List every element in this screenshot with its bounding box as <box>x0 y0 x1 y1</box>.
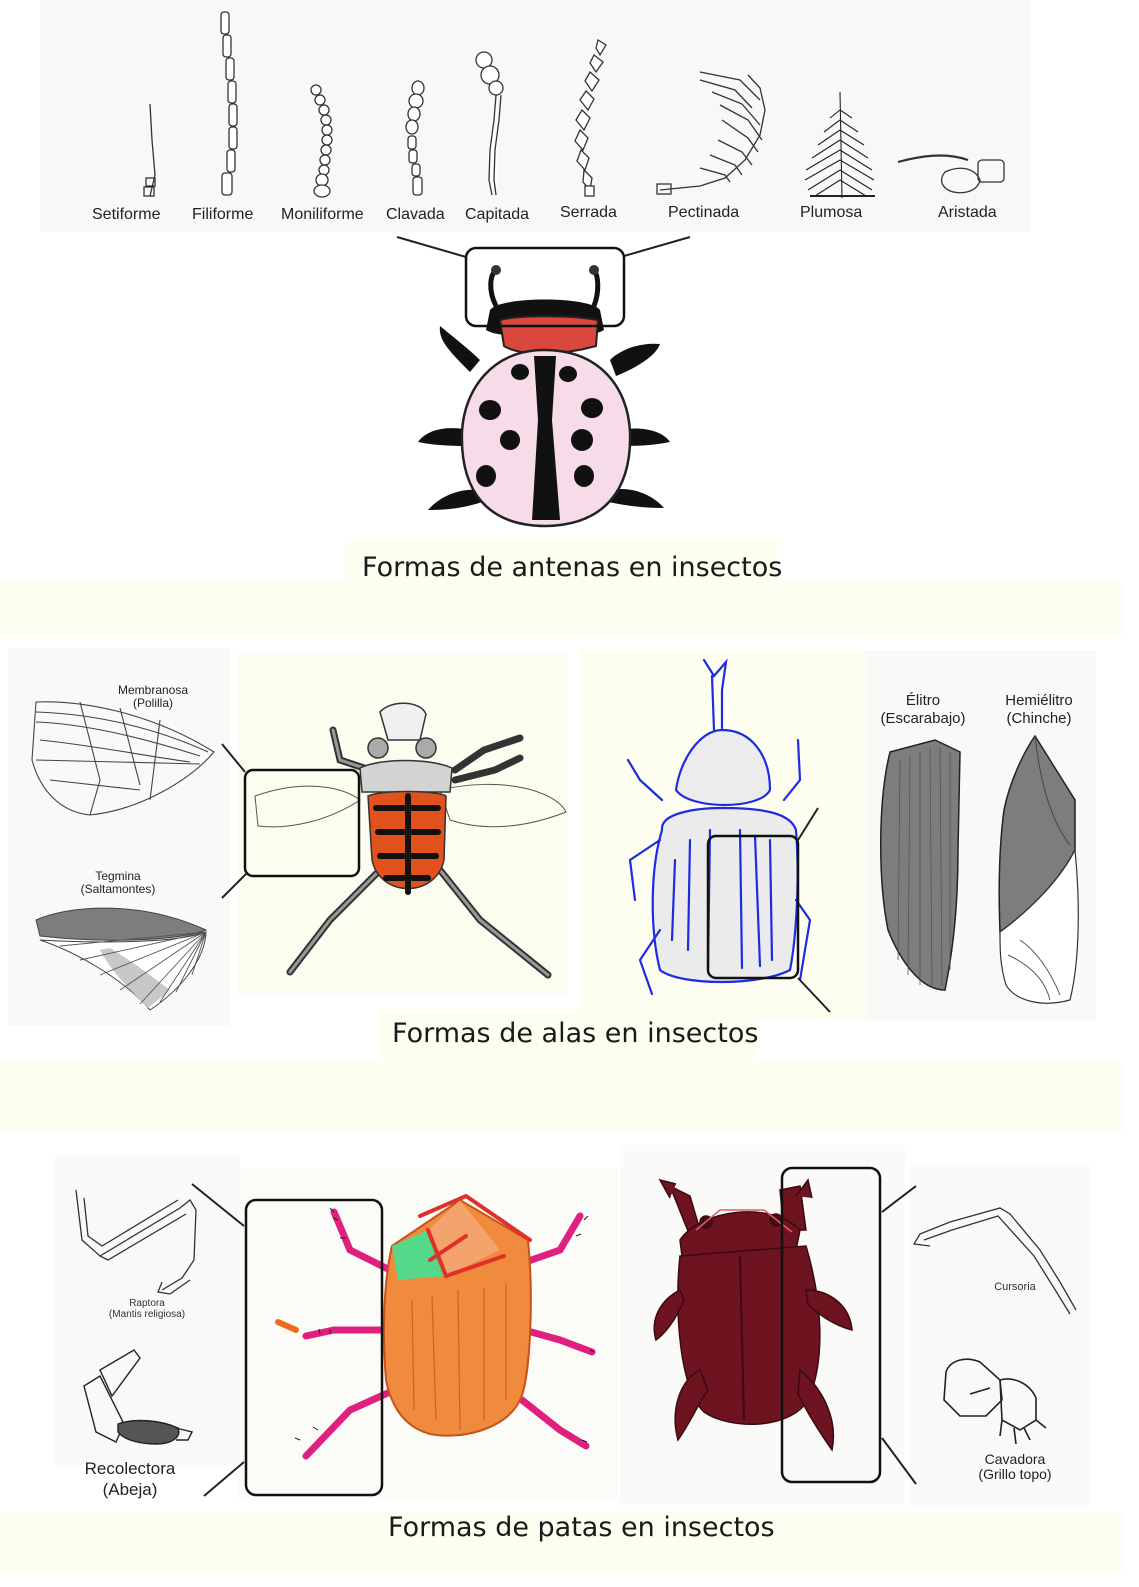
cursorial-leg <box>912 1207 1077 1315</box>
maroon-beetle-leg-highlight-box <box>780 1166 882 1484</box>
elytra-connector-bottom <box>797 977 831 1013</box>
pink-beetle-legs-highlight-box <box>244 1198 384 1497</box>
fossorial-leg-mole-cricket <box>943 1358 1047 1445</box>
leg-label-recolectora-example: (Abeja) <box>102 1480 158 1499</box>
wing-label-tegmina-example: (Saltamontes) <box>80 882 156 896</box>
leg-label-raptora-example: (Mantis religiosa) <box>108 1309 186 1320</box>
leg-connector-right-bottom <box>881 1437 917 1485</box>
wing-connector-top <box>221 743 246 773</box>
tegmina-wing-grasshopper <box>35 907 208 1011</box>
clavate-antenna <box>405 80 425 196</box>
orange-beetle-drawing <box>275 1193 596 1460</box>
antenna-label-setiforme: Setiforme <box>92 206 161 223</box>
leg-connector-right-top <box>881 1185 917 1213</box>
elytra-connector-top <box>797 807 819 841</box>
leg-label-raptora-name: Raptora <box>129 1298 165 1309</box>
leg-label-cavadora: Cavadora (Grillo topo) <box>960 1452 1070 1482</box>
antenna-label-capitada: Capitada <box>465 206 530 223</box>
leg-label-cursoria: Cursoria <box>994 1281 1036 1293</box>
wing-label-elitro: Élitro (Escarabajo) <box>868 692 978 728</box>
wings-caption: Formas de alas en insectos <box>392 1018 759 1049</box>
elytron-drawing <box>880 739 961 991</box>
caption-band-antennae <box>0 582 1122 638</box>
antenna-label-aristada: Aristada <box>938 204 997 221</box>
antennae-caption: Formas de antenas en insectos <box>362 552 783 583</box>
legs-caption: Formas de patas en insectos <box>388 1512 775 1543</box>
serrate-antenna <box>574 38 607 197</box>
wing-label-membranosa-example: (Polilla) <box>132 696 173 710</box>
leg-connector-bottom <box>203 1461 245 1497</box>
wing-label-hemielitro-example: (Chinche) <box>1006 710 1072 727</box>
antenna-connector-right <box>623 236 691 257</box>
antenna-label-serrada: Serrada <box>560 204 617 221</box>
wing-label-hemielitro-name: Hemiélitro <box>1005 692 1073 709</box>
setiform-antenna <box>143 103 156 197</box>
antennae-panel <box>40 0 1030 232</box>
leg-label-cavadora-example: (Grillo topo) <box>978 1466 1052 1482</box>
ladybug-head-highlight-box <box>464 246 626 328</box>
antenna-label-moniliforme: Moniliforme <box>281 206 364 223</box>
rhino-beetle-drawing <box>626 658 812 996</box>
leg-label-recolectora: Recolectora (Abeja) <box>68 1458 192 1500</box>
caption-label-bg-antennae <box>345 538 777 588</box>
plumose-antenna <box>804 91 875 199</box>
wing-label-membranosa: Membranosa (Polilla) <box>98 684 208 710</box>
wing-label-membranosa-name: Membranosa <box>117 683 189 697</box>
beetle-elytra-highlight-box <box>706 834 800 980</box>
caption-label-bg-wings <box>378 1010 758 1062</box>
antenna-label-filiforme: Filiforme <box>192 206 254 223</box>
pollen-basket-leg-bee <box>83 1349 194 1445</box>
leg-label-recolectora-name: Recolectora <box>84 1459 176 1478</box>
antenna-label-clavada: Clavada <box>386 206 445 223</box>
ladybug-drawing <box>418 265 670 528</box>
hemielytron-drawing <box>998 734 1079 1004</box>
antenna-label-plumosa: Plumosa <box>800 204 863 221</box>
wing-label-hemielitro: Hemiélitro (Chinche) <box>986 692 1092 728</box>
maroon-beetle-drawing <box>653 1178 853 1452</box>
capitate-antenna <box>475 51 504 196</box>
antenna-connector-left <box>396 236 467 258</box>
leg-label-raptora: Raptora (Mantis religiosa) <box>92 1298 202 1320</box>
legs-left-panel <box>55 1155 240 1465</box>
fly-wing-highlight-box <box>243 768 361 878</box>
caption-band-legs <box>0 1512 1122 1572</box>
fly-drawing <box>254 702 567 979</box>
filiform-antenna <box>220 11 238 196</box>
wing-label-tegmina: Tegmina (Saltamontes) <box>68 870 168 896</box>
antenna-label-pectinada: Pectinada <box>668 204 740 221</box>
aristate-antenna <box>897 154 1005 194</box>
leg-label-cavadora-name: Cavadora <box>984 1451 1046 1467</box>
moniliform-antenna <box>310 84 333 198</box>
raptorial-leg-mantis <box>75 1189 197 1295</box>
caption-band-wings <box>0 1062 1122 1132</box>
pectinate-antenna <box>656 71 766 195</box>
wing-label-elitro-name: Élitro <box>905 692 941 709</box>
legs-right-panel <box>910 1165 1090 1505</box>
wing-label-tegmina-name: Tegmina <box>95 869 141 883</box>
membranous-wing-moth <box>31 701 215 816</box>
wing-label-elitro-example: (Escarabajo) <box>880 710 966 727</box>
leg-connector-top <box>191 1183 245 1227</box>
wing-connector-bottom <box>221 873 247 899</box>
